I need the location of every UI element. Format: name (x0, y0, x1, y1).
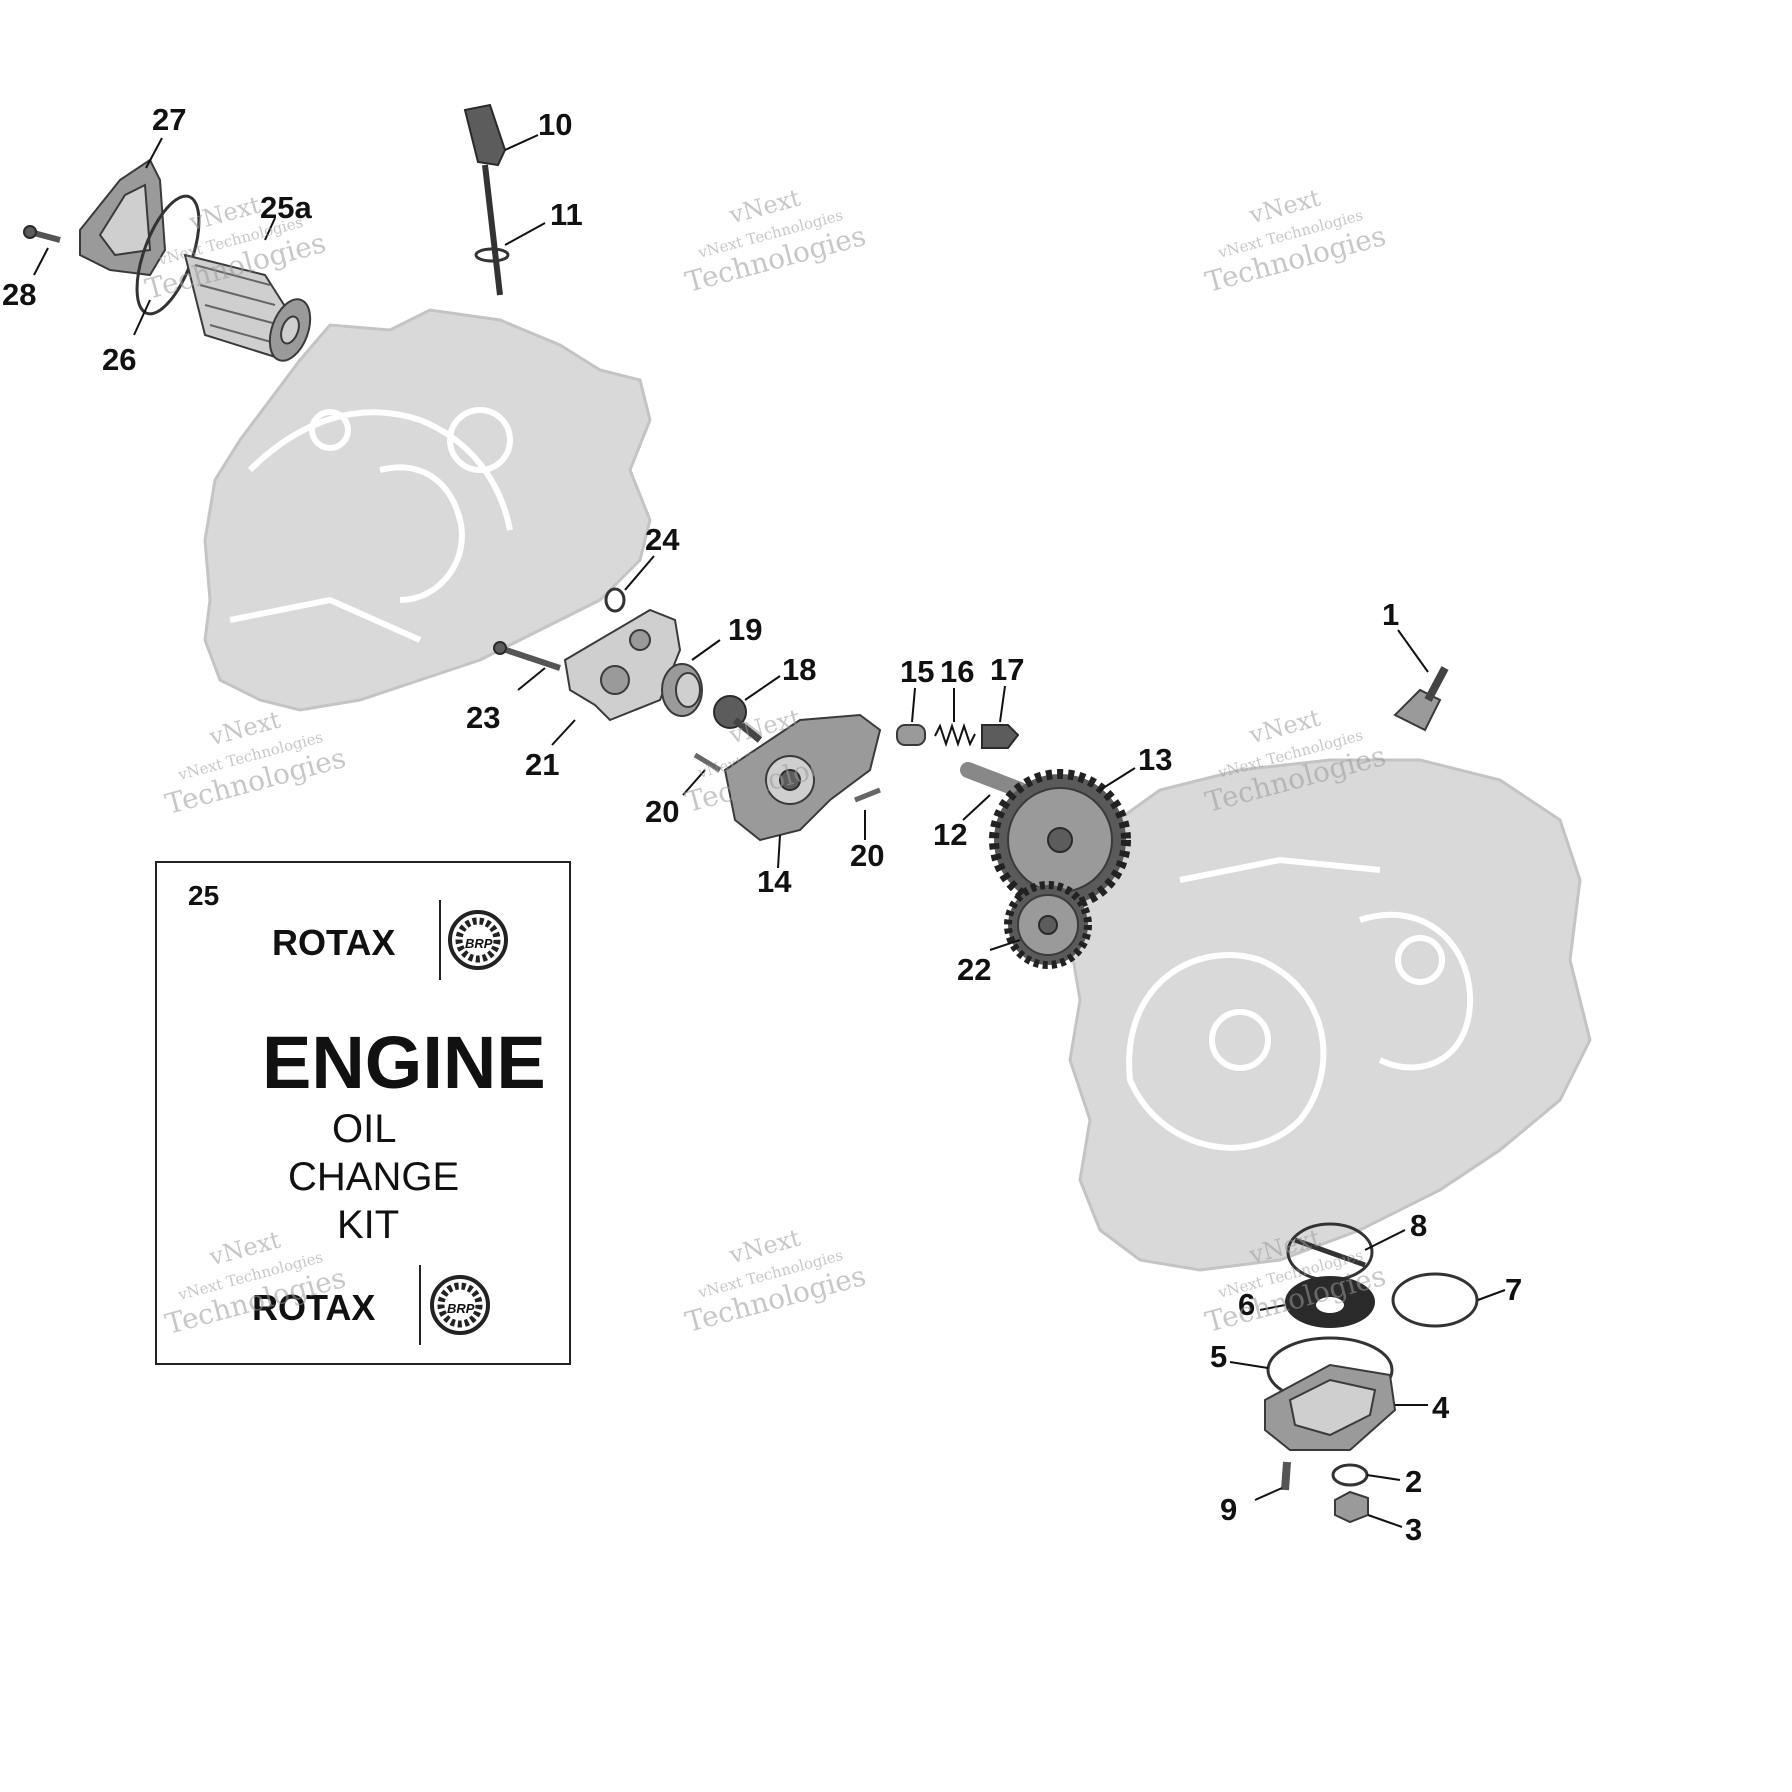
kit-brand-bottom: ROTAX (252, 1287, 375, 1328)
callout-25a: 25a (260, 190, 312, 225)
callout-2: 2 (1405, 1464, 1422, 1499)
watermark-3: vNext vNext Technologies Technologies (1202, 184, 1390, 299)
kit-title-oil: OIL (332, 1107, 396, 1151)
callout-21: 21 (525, 747, 559, 782)
pump-cover (563, 608, 682, 722)
callout-23: 23 (466, 700, 500, 735)
strainer-plate (1285, 1276, 1375, 1328)
callout-20b: 20 (850, 838, 884, 873)
relief-valve (896, 722, 1020, 749)
large-o-ring (1391, 1272, 1479, 1328)
callout-14: 14 (757, 864, 792, 899)
driven-gear (989, 769, 1131, 911)
watermark-2: vNext vNext Technologies Technologies (682, 184, 870, 299)
callout-18: 18 (782, 652, 816, 687)
o-ring-small (604, 587, 626, 613)
dowel-pins (693, 752, 881, 803)
callout-10: 10 (538, 107, 572, 142)
callout-19: 19 (728, 612, 762, 647)
callout-7: 7 (1505, 1272, 1522, 1307)
pump-gear-shaft (713, 695, 763, 743)
kit-brand-top: ROTAX (272, 922, 395, 963)
callout-15: 15 (900, 654, 934, 689)
crankcase-left-ghost (203, 308, 652, 712)
cover-bolt (1281, 1461, 1291, 1491)
rotor-ring (661, 663, 703, 717)
callout-20a: 20 (645, 794, 679, 829)
callout-28: 28 (2, 277, 36, 312)
callout-6: 6 (1238, 1287, 1255, 1322)
drain-washer (1331, 1463, 1369, 1487)
filter-bolt (23, 225, 61, 243)
oil-filter-cover (79, 158, 167, 277)
kit-title-change: CHANGE (288, 1155, 459, 1199)
oil-change-kit-box: 25 ROTAX BRP ENGINE OIL CHANGE KIT ROTAX… (155, 861, 571, 1365)
pump-body (723, 713, 882, 842)
gear-shaft-pin (960, 762, 1028, 798)
callout-22: 22 (957, 952, 991, 987)
callout-13: 13 (1138, 742, 1172, 777)
dipstick (463, 103, 510, 296)
callout-8: 8 (1410, 1208, 1427, 1243)
intermediate-gear (1004, 881, 1092, 969)
oil-filter (183, 253, 312, 362)
callout-9: 9 (1220, 1492, 1237, 1527)
kit-title-engine: ENGINE (262, 1021, 546, 1104)
watermark-8: vNext vNext Technologies Technologies (682, 1224, 870, 1339)
callout-26: 26 (102, 342, 136, 377)
callout-labels: 27 25a 10 11 28 26 24 19 18 15 16 17 1 2… (2, 102, 1522, 1547)
callout-27: 27 (152, 102, 186, 137)
oil-sensor (1393, 666, 1449, 732)
leader-lines (33, 134, 1506, 1528)
brp-badge-top: BRP (465, 936, 493, 951)
callout-3: 3 (1405, 1512, 1422, 1547)
callout-12: 12 (933, 817, 967, 852)
watermark-4: vNext vNext Technologies Technologies (162, 706, 350, 821)
callout-5: 5 (1210, 1339, 1227, 1374)
drain-plug (1334, 1490, 1369, 1524)
callout-16: 16 (940, 654, 974, 689)
kit-title-kit: KIT (337, 1203, 399, 1247)
long-bolt (493, 641, 561, 671)
brp-badge-bottom: BRP (447, 1301, 475, 1316)
callout-11: 11 (550, 197, 583, 232)
callout-24: 24 (645, 522, 680, 557)
callout-4: 4 (1432, 1390, 1450, 1425)
callout-1: 1 (1382, 597, 1399, 632)
strainer-cover (1264, 1363, 1397, 1451)
crankcase-right-ghost (1068, 758, 1592, 1272)
callout-17: 17 (990, 652, 1024, 687)
kit-number: 25 (188, 880, 219, 911)
